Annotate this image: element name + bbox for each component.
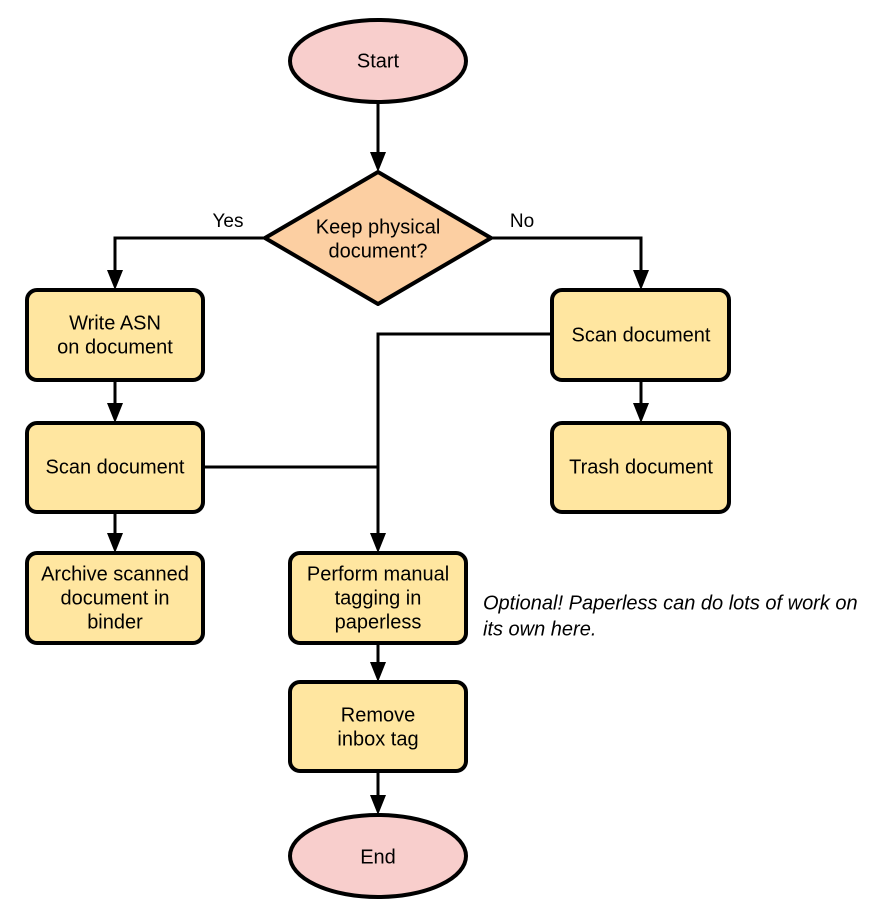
manual-tagging-label-line2: tagging in xyxy=(335,587,422,609)
arrowhead-icon xyxy=(370,152,386,172)
scan-document-right-label: Scan document xyxy=(572,324,711,346)
write-asn-label-line2: on document xyxy=(57,336,173,358)
manual-tagging-box[interactable] xyxy=(288,551,468,645)
decision-label-line2: document? xyxy=(329,240,428,262)
node-write-asn[interactable]: Write ASN on document xyxy=(25,288,205,382)
write-asn-box[interactable] xyxy=(25,288,205,382)
decision-diamond[interactable] xyxy=(263,170,493,306)
write-asn-label-line1: Write ASN xyxy=(69,312,161,334)
trash-document-box[interactable] xyxy=(550,421,731,514)
node-scan-document-right[interactable]: Scan document xyxy=(550,288,731,382)
node-archive-in-binder[interactable]: Archive scanned document in binder xyxy=(25,551,205,645)
edge-label-yes: Yes xyxy=(213,211,244,232)
archive-label-line2: document in xyxy=(61,587,170,609)
trash-document-label: Trash document xyxy=(569,456,713,478)
arrowhead-icon xyxy=(107,403,123,423)
scan-document-right-box[interactable] xyxy=(550,288,731,382)
scan-document-left-box[interactable] xyxy=(25,421,205,514)
end-ellipse[interactable] xyxy=(288,813,468,899)
decision-label-line1: Keep physical xyxy=(316,216,441,238)
manual-tagging-label-line3: paperless xyxy=(335,611,422,633)
edge-scan-left-to-archive xyxy=(107,512,123,553)
remove-inbox-label-line2: inbox tag xyxy=(337,728,418,750)
node-start[interactable]: Start xyxy=(288,18,468,104)
edge-write-asn-to-scan-left xyxy=(107,380,123,423)
arrowhead-icon xyxy=(633,403,649,423)
archive-label-line3: binder xyxy=(87,611,143,633)
edge-remove-inbox-to-end xyxy=(370,771,386,815)
edge-line xyxy=(376,332,552,541)
arrowhead-icon xyxy=(107,270,123,290)
node-decision-keep-physical-document[interactable]: Keep physical document? xyxy=(263,170,493,306)
remove-inbox-tag-box[interactable] xyxy=(288,680,468,773)
node-remove-inbox-tag[interactable]: Remove inbox tag xyxy=(288,680,468,773)
remove-inbox-label-line1: Remove xyxy=(341,704,415,726)
note-line1: Optional! Paperless can do lots of work … xyxy=(483,592,858,614)
start-label: Start xyxy=(357,50,400,72)
node-end[interactable]: End xyxy=(288,813,468,899)
manual-tagging-label-line1: Perform manual xyxy=(307,563,449,585)
scan-document-left-label: Scan document xyxy=(46,456,185,478)
node-trash-document[interactable]: Trash document xyxy=(550,421,731,514)
edge-scan-right-to-trash xyxy=(633,380,649,423)
note-optional-paperless: Optional! Paperless can do lots of work … xyxy=(483,592,858,640)
end-label: End xyxy=(360,846,396,868)
edge-label-no: No xyxy=(510,211,534,232)
arrowhead-icon xyxy=(370,662,386,682)
arrowhead-icon xyxy=(370,795,386,815)
archive-label-line1: Archive scanned xyxy=(41,563,189,585)
edge-line xyxy=(113,236,265,278)
edge-decision-no-to-scan-right xyxy=(491,236,649,290)
note-line2: its own here. xyxy=(483,618,596,640)
edge-line xyxy=(491,236,643,278)
arrowhead-icon xyxy=(107,533,123,553)
edge-scan-right-to-tagging xyxy=(370,332,552,553)
start-ellipse[interactable] xyxy=(288,18,468,104)
node-manual-tagging[interactable]: Perform manual tagging in paperless xyxy=(288,551,468,645)
arrowhead-icon xyxy=(370,533,386,553)
edge-start-to-decision xyxy=(370,102,386,172)
arrowhead-icon xyxy=(633,270,649,290)
edge-tagging-to-remove-inbox xyxy=(370,643,386,682)
edge-decision-yes-to-write-asn xyxy=(107,236,265,290)
archive-box[interactable] xyxy=(25,551,205,645)
node-scan-document-left[interactable]: Scan document xyxy=(25,421,205,514)
